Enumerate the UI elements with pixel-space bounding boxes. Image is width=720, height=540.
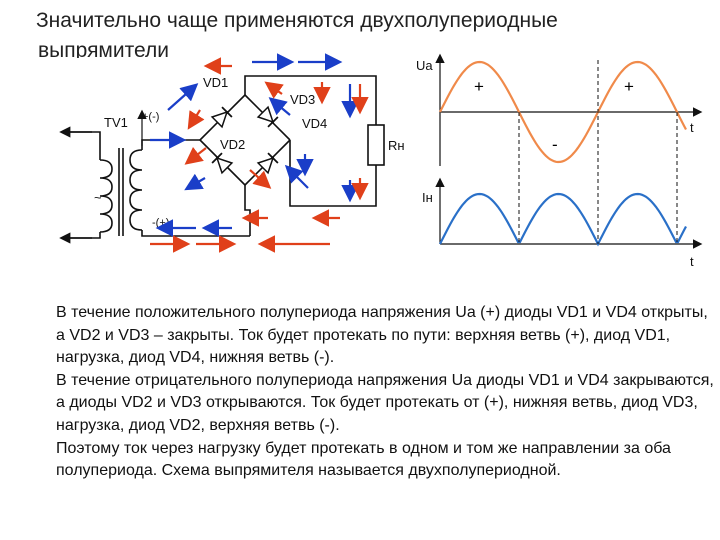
load-label: Rн (388, 138, 405, 153)
ua-axis-label: Ua (416, 58, 433, 73)
vd2-label: VD2 (220, 137, 245, 152)
paragraph-positive: В течение положительного полупериода нап… (56, 304, 708, 367)
diode-vd1 (210, 106, 233, 129)
diode-vd4 (256, 152, 279, 175)
title-line-2: выпрямители (38, 39, 169, 58)
vd3-label: VD3 (290, 92, 315, 107)
in-axis-label: Iн (422, 190, 433, 205)
top-polarity-label: +(-) (142, 111, 159, 123)
in-graph: Iн t (422, 177, 703, 269)
negative-current-arrows (150, 57, 369, 253)
positive-current-arrows (150, 53, 359, 237)
in-t-label: t (690, 254, 694, 269)
ua-waveform (439, 60, 687, 164)
minus-sign: - (552, 135, 558, 154)
in-waveform (439, 192, 687, 247)
plus-sign-2: + (624, 77, 634, 96)
slide-title: Значительно чаще применяются двухполупер… (36, 6, 716, 58)
explanation-text: В течение положительного полупериода нап… (56, 302, 716, 483)
diode-vd2 (211, 152, 234, 175)
tv1-label: TV1 (104, 115, 128, 130)
plus-sign-1: + (474, 77, 484, 96)
vd1-label: VD1 (203, 75, 228, 90)
vd4-label: VD4 (302, 116, 327, 131)
paragraph-negative: В течение отрицательного полупериода нап… (56, 371, 714, 434)
period-guides (518, 60, 678, 244)
ua-t-label: t (690, 120, 694, 135)
rectifier-diagram: ~ TV1 +(-) -(+) VD1 VD3 VD2 VD4 Rн (59, 53, 703, 269)
paragraph-conclusion: Поэтому ток через нагрузку будет протека… (56, 439, 671, 480)
ac-symbol: ~ (94, 190, 102, 205)
title-line-1: Значительно чаще применяются двухполупер… (36, 9, 558, 32)
ua-graph: Ua t + + - (416, 53, 703, 166)
